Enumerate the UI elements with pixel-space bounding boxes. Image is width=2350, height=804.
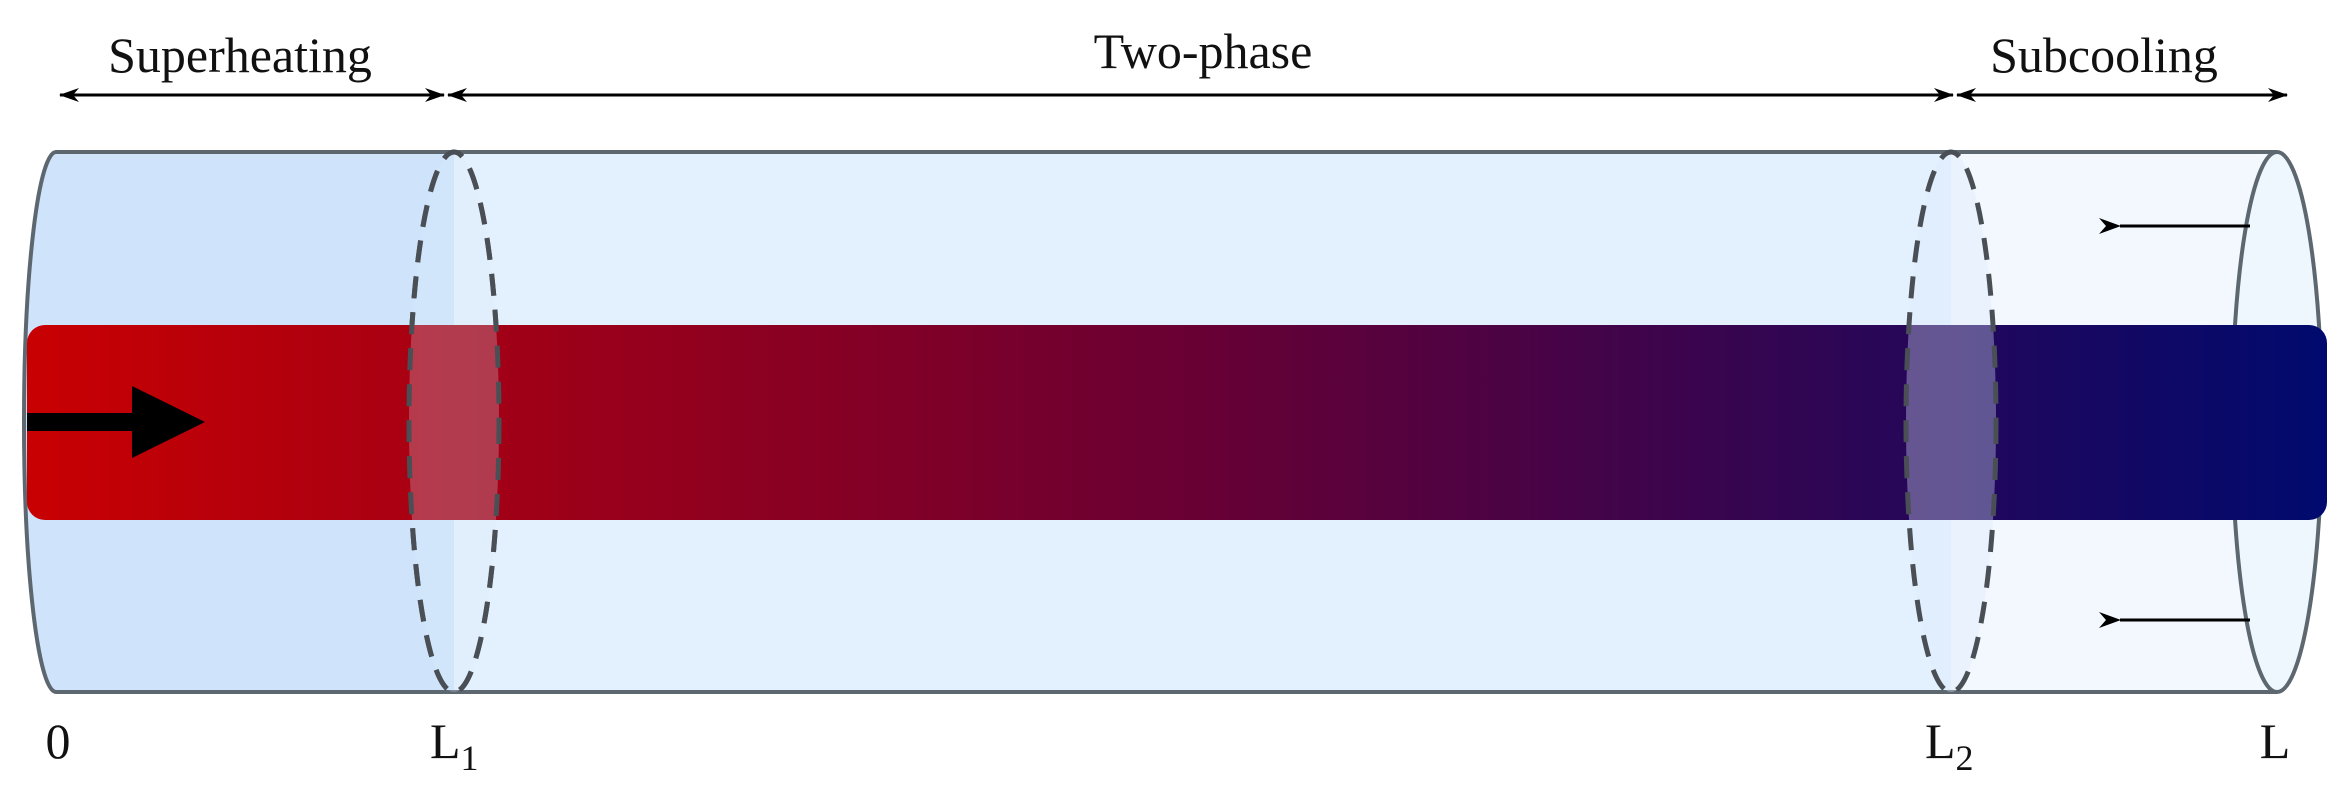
l1-base: L bbox=[430, 713, 461, 769]
right-arrow-icon bbox=[27, 386, 205, 458]
subcooling-label: Subcooling bbox=[1990, 27, 2218, 83]
position-label-end: L bbox=[2260, 713, 2291, 769]
position-label-origin: 0 bbox=[46, 713, 71, 769]
position-label-l1: L1 bbox=[430, 713, 479, 778]
inner-flow-tube bbox=[27, 325, 2327, 520]
l2-subscript: 2 bbox=[1956, 738, 1974, 778]
l1-subscript: 1 bbox=[461, 738, 479, 778]
tube-left-cap bbox=[22, 150, 57, 694]
superheating-label: Superheating bbox=[108, 27, 372, 83]
two-phase-label: Two-phase bbox=[1094, 23, 1313, 79]
l2-base: L bbox=[1925, 713, 1956, 769]
l2-boundary bbox=[1903, 149, 1999, 695]
l1-boundary-overlay bbox=[406, 149, 502, 695]
position-label-l2: L2 bbox=[1925, 713, 1974, 778]
